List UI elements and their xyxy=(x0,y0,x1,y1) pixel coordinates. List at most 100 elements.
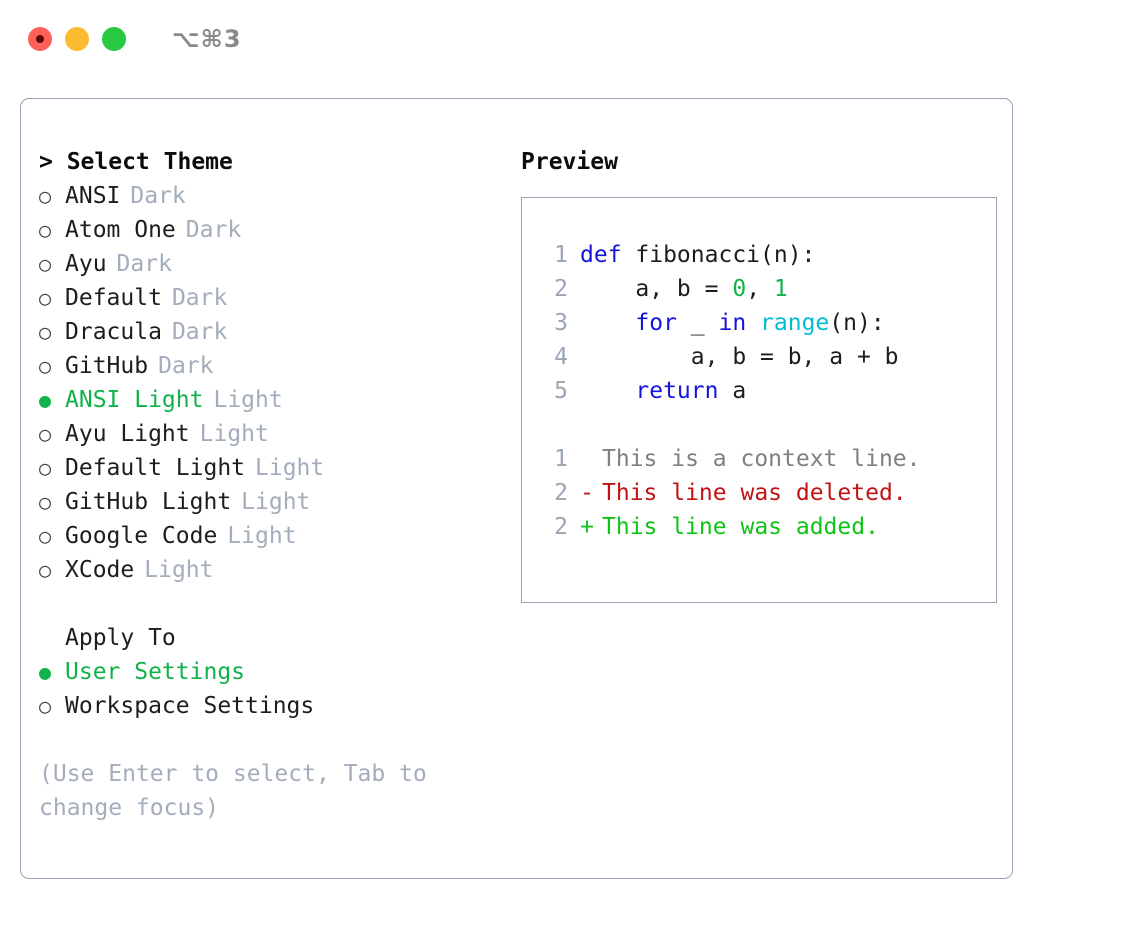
theme-mode-tag: Light xyxy=(227,523,297,549)
diff-marker: + xyxy=(580,514,594,540)
line-number: 5 xyxy=(554,378,568,404)
theme-mode-tag: Light xyxy=(199,421,269,447)
diff-line: 2+This line was added. xyxy=(536,510,996,544)
list-spacer xyxy=(39,587,499,621)
theme-option-github-light[interactable]: ○ GitHub Light Light xyxy=(39,485,499,519)
code-line: 2 a, b = 0, 1 xyxy=(536,272,996,306)
theme-option-github[interactable]: ○ GitHub Dark xyxy=(39,349,499,383)
radio-unselected-icon: ○ xyxy=(39,320,52,344)
radio-unselected-icon: ○ xyxy=(39,354,52,378)
radio-unselected-icon: ○ xyxy=(39,422,52,446)
line-number: 1 xyxy=(554,446,568,472)
radio-unselected-icon: ○ xyxy=(39,490,52,514)
diff-line: 1 This is a context line. xyxy=(536,442,996,476)
line-number: 4 xyxy=(554,344,568,370)
radio-selected-icon: ● xyxy=(39,388,52,412)
code-text: a, b = b, a + b xyxy=(580,340,899,374)
record-dot-icon xyxy=(36,35,44,43)
theme-option-label: Default xyxy=(65,285,162,311)
radio-unselected-icon: ○ xyxy=(39,218,52,242)
theme-option-label: Atom One xyxy=(65,217,176,243)
code-token: 1 xyxy=(773,276,788,302)
apply-to-list: ●User Settings○Workspace Settings xyxy=(39,655,499,723)
diff-marker: - xyxy=(580,480,594,506)
theme-option-label: Ayu Light xyxy=(65,421,190,447)
theme-option-label: ANSI xyxy=(65,183,121,209)
apply-to-option-workspace-settings[interactable]: ○Workspace Settings xyxy=(39,689,499,723)
minimize-button[interactable] xyxy=(65,27,89,51)
keyboard-hint: (Use Enter to select, Tab to change focu… xyxy=(39,761,441,821)
theme-option-label: GitHub xyxy=(65,353,149,379)
code-token: return xyxy=(635,378,719,404)
diff-text: This line was added. xyxy=(602,514,879,540)
theme-option-ansi-light[interactable]: ● ANSI Light Light xyxy=(39,383,499,417)
line-number: 3 xyxy=(554,310,568,336)
radio-unselected-icon: ○ xyxy=(39,286,52,310)
theme-option-label: GitHub Light xyxy=(65,489,232,515)
theme-option-label: XCode xyxy=(65,557,135,583)
theme-option-ansi[interactable]: ○ ANSI Dark xyxy=(39,179,499,213)
radio-selected-icon: ● xyxy=(39,660,52,684)
code-line: 1 def fibonacci(n): xyxy=(536,238,996,272)
line-number: 2 xyxy=(554,276,568,302)
radio-unselected-icon: ○ xyxy=(39,558,52,582)
theme-mode-tag: Light xyxy=(144,557,214,583)
theme-option-dracula[interactable]: ○ Dracula Dark xyxy=(39,315,499,349)
theme-mode-tag: Dark xyxy=(158,353,214,379)
code-token xyxy=(580,378,635,404)
code-line: 5 return a xyxy=(536,374,996,408)
theme-mode-tag: Dark xyxy=(116,251,172,277)
theme-option-label: Google Code xyxy=(65,523,218,549)
code-token: def xyxy=(580,242,622,268)
keyboard-shortcut-label: ⌥⌘3 xyxy=(172,25,242,53)
radio-unselected-icon: ○ xyxy=(39,184,52,208)
code-token: a, b = b, a + b xyxy=(580,344,899,370)
title-bar: ⌥⌘3 xyxy=(0,0,1140,78)
code-token: fibonacci(n): xyxy=(621,242,816,268)
theme-option-default[interactable]: ○ Default Dark xyxy=(39,281,499,315)
line-number: 1 xyxy=(554,242,568,268)
diff-line: 2-This line was deleted. xyxy=(536,476,996,510)
preview-title: Preview xyxy=(521,149,618,175)
code-line: 3 for _ in range(n): xyxy=(536,306,996,340)
window-controls xyxy=(28,27,126,51)
theme-option-xcode[interactable]: ○ XCode Light xyxy=(39,553,499,587)
theme-mode-tag: Light xyxy=(213,387,283,413)
theme-mode-tag: Dark xyxy=(130,183,186,209)
code-token: , xyxy=(746,276,774,302)
maximize-button[interactable] xyxy=(102,27,126,51)
theme-mode-tag: Dark xyxy=(171,319,228,345)
code-token: in xyxy=(718,310,747,336)
code-line: 4 a, b = b, a + b xyxy=(536,340,996,374)
line-number: 2 xyxy=(554,480,568,506)
code-text: a, b = 0, 1 xyxy=(580,272,788,306)
theme-option-label: Default Light xyxy=(65,455,246,481)
theme-option-label: ANSI Light xyxy=(65,387,204,413)
code-text: return a xyxy=(580,374,746,408)
close-button[interactable] xyxy=(28,27,52,51)
theme-option-google-code[interactable]: ○ Google Code Light xyxy=(39,519,499,553)
theme-mode-tag: Dark xyxy=(171,285,228,311)
diff-text: This is a context line. xyxy=(602,446,921,472)
radio-unselected-icon: ○ xyxy=(39,252,52,276)
code-token: (n): xyxy=(829,310,885,336)
code-text: def fibonacci(n): xyxy=(580,238,815,272)
theme-option-ayu-light[interactable]: ○ Ayu Light Light xyxy=(39,417,499,451)
radio-unselected-icon: ○ xyxy=(39,524,52,548)
theme-option-label: Dracula xyxy=(65,319,162,345)
code-token: range xyxy=(760,310,830,336)
apply-to-option-user-settings[interactable]: ●User Settings xyxy=(39,655,499,689)
radio-unselected-icon: ○ xyxy=(39,694,52,718)
theme-mode-tag: Light xyxy=(241,489,311,515)
